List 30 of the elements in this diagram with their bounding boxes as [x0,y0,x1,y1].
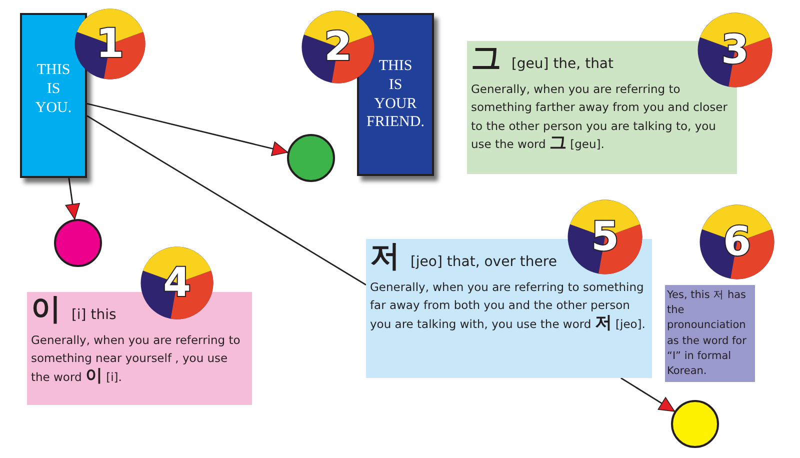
badge-number: 3 [720,26,750,75]
number-badge [301,10,375,84]
arrow [86,102,288,156]
number-badge [74,8,146,80]
word-heading: 그 [geu] the, that [471,44,615,74]
number-badge [699,204,775,280]
person-card [357,13,434,176]
card-caption: THIS IS YOU. [34,61,73,118]
number-badge [567,199,643,275]
number-badge [140,246,214,320]
note-text: Yes, this 저 has the pronounciation as the word for “I” in formal Korean. [667,289,746,378]
word-heading: 저 [jeo] that, over there [370,242,558,272]
circle [671,400,719,448]
number-badge [697,12,773,88]
person-card [20,13,87,178]
explanation-text: Generally, when you are referring to something far away from both you and the other person you are talking with, you use the word 저 [jeo]. [370,279,646,334]
badge-number: 2 [323,23,353,72]
arrow [65,178,80,220]
badge-number: 6 [722,218,752,267]
note-box [665,285,755,382]
word-heading: 이 [i] this [31,295,118,325]
badge-number: 1 [95,20,125,69]
circle [54,219,102,267]
badge-number: 5 [590,213,620,262]
circle [287,134,335,182]
badge-number: 4 [162,259,192,308]
card-caption: THIS IS YOUR FRIEND. [366,57,426,132]
explanation-text: Generally, when you are referring to something farther away from you and closer to the other person you are talking to, you use the word 그 [geu]. [471,81,728,154]
explanation-text: Generally, when you are referring to something near yourself , you use the word 이 [i]. [31,332,242,386]
arrow [620,377,675,412]
